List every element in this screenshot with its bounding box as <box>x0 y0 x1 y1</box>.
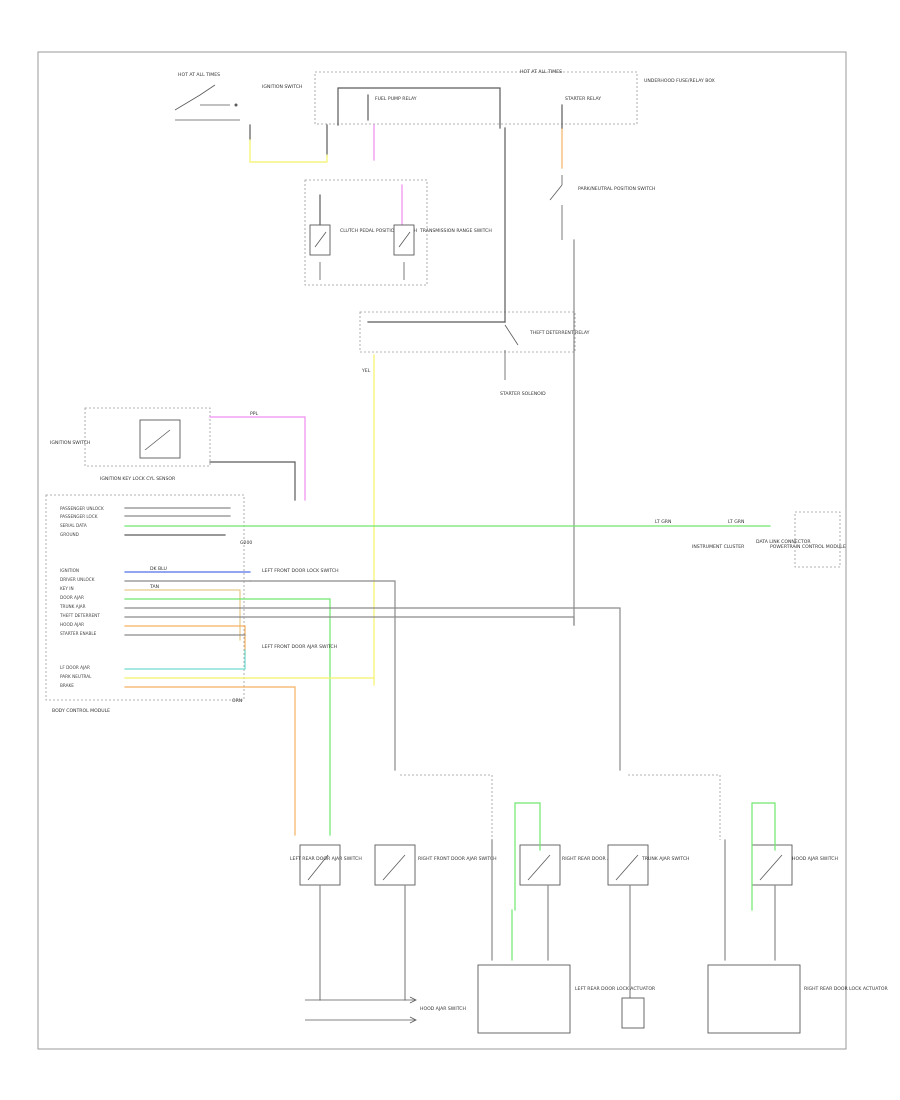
rr-actuator-label: RIGHT REAR DOOR LOCK ACTUATOR <box>804 986 888 992</box>
rr-door-ajar-switch: RIGHT REAR DOOR AJAR SWITCH <box>519 844 637 886</box>
bcm-pin-6: KEY IN <box>60 586 74 591</box>
starter-relay-switch: PARK/NEUTRAL POSITION SWITCH <box>549 175 655 240</box>
trunk-ajar-switch: TRUNK AJAR SWITCH <box>607 844 690 886</box>
clutch-switch-label: CLUTCH PEDAL POSITION SWITCH <box>340 228 417 234</box>
fuel-pump-relay-label: FUEL PUMP RELAY <box>375 96 417 102</box>
wire-tan-label: TAN <box>149 584 159 590</box>
rr-door-ajar-label: RIGHT REAR DOOR AJAR SWITCH <box>562 856 637 862</box>
trunk-ajar-label: TRUNK AJAR SWITCH <box>641 856 690 862</box>
lr-door-lock-actuator: LEFT REAR DOOR LOCK ACTUATOR <box>477 964 656 1034</box>
bcm-pin-14: BRAKE <box>60 683 74 688</box>
starter-solenoid-label: STARTER SOLENOID <box>500 391 546 397</box>
bcm-pin-2: SERIAL DATA <box>60 523 87 528</box>
ignition-switch: HOT AT ALL TIMES IGNITION SWITCH <box>174 72 302 121</box>
bcm-pin-11: STARTER ENABLE <box>60 631 97 636</box>
lf-door-ajar-label: LEFT FRONT DOOR AJAR SWITCH <box>262 644 337 650</box>
pcm-box <box>794 511 841 568</box>
bcm-pin-1: PASSENGER LOCK <box>60 514 98 519</box>
trunk-actuator <box>621 997 645 1029</box>
key-lock-label: IGNITION KEY LOCK CYL SENSOR <box>100 476 176 482</box>
lr-actuator-label: LEFT REAR DOOR LOCK ACTUATOR <box>575 986 656 992</box>
instrument-cluster-label: INSTRUMENT CLUSTER <box>692 544 745 550</box>
trans-range-label: TRANSMISSION RANGE SWITCH <box>419 228 492 234</box>
theft-relay-label: THEFT DETERRENT RELAY <box>529 330 590 336</box>
bcm-pin-3: GROUND <box>60 532 79 537</box>
key-lock-box <box>84 407 211 467</box>
diagram-border <box>37 51 847 1050</box>
bcm-pin-10: HOOD AJAR <box>60 622 84 627</box>
bcm-label: BODY CONTROL MODULE <box>52 708 110 714</box>
transmission-range-switch: TRANSMISSION RANGE SWITCH <box>393 224 492 256</box>
lf-door-lock-label: LEFT FRONT DOOR LOCK SWITCH <box>262 568 339 574</box>
bcm-pin-8: TRUNK AJAR <box>59 604 86 609</box>
bcm-pin-0: PASSENGER UNLOCK <box>60 506 104 511</box>
hood-ajar-label: HOOD AJAR SWITCH <box>792 856 838 862</box>
ignition-switch-label: IGNITION SWITCH <box>262 84 302 90</box>
wire-yel-label: YEL <box>361 368 371 374</box>
theft-relay: THEFT DETERRENT RELAY <box>504 324 590 346</box>
clutch-switch-group <box>304 179 428 286</box>
bcm-pin-13: PARK NEUTRAL <box>60 674 92 679</box>
rf-door-ajar-switch: RIGHT FRONT DOOR AJAR SWITCH <box>374 844 497 886</box>
underhood-fuse-label: UNDERHOOD FUSE/RELAY BOX <box>644 78 715 84</box>
theft-relay-box <box>359 311 576 353</box>
starter-relay-label-top: STARTER RELAY <box>565 96 601 102</box>
wire-ltgrn-label-2: LT GRN <box>728 519 744 525</box>
wire-orn-label: ORN <box>232 698 242 704</box>
hot-at-all-times-top: HOT AT ALL TIMES <box>520 69 562 75</box>
lf-door-ajar-switch: LEFT REAR DOOR AJAR SWITCH <box>290 844 362 886</box>
bcm-pin-5: DRIVER UNLOCK <box>60 577 95 582</box>
lr-door-ajar-label: LEFT REAR DOOR AJAR SWITCH <box>290 856 362 862</box>
g200-label: G200 <box>240 540 252 546</box>
hot-in-all-times-label: HOT AT ALL TIMES <box>178 72 220 78</box>
underhood-fuse-box <box>314 71 638 125</box>
hood-ajar-bottom-label: HOOD AJAR SWITCH <box>420 1006 466 1012</box>
data-link-label: DATA LINK CONNECTOR <box>756 539 811 545</box>
ignition-switch-small-label: IGNITION SWITCH <box>50 440 90 446</box>
rf-door-ajar-label: RIGHT FRONT DOOR AJAR SWITCH <box>418 856 497 862</box>
park-neutral-label: PARK/NEUTRAL POSITION SWITCH <box>578 186 655 192</box>
wire-dkblu-label: DK BLU <box>150 566 167 572</box>
bcm-pin-4: IGNITION <box>60 568 79 573</box>
wire-ppl-label: PPL <box>250 411 259 417</box>
hood-ajar-switch: HOOD AJAR SWITCH <box>751 844 838 886</box>
bcm-pin-12: LF DOOR AJAR <box>60 665 90 670</box>
bcm-pin-7: DOOR AJAR <box>60 595 84 600</box>
pcm-label: POWERTRAIN CONTROL MODULE <box>770 544 846 550</box>
wire-ltgrn-label: LT GRN <box>655 519 671 525</box>
bcm-pin-list: PASSENGER UNLOCK PASSENGER LOCK SERIAL D… <box>59 506 104 688</box>
clutch-switch: CLUTCH PEDAL POSITION SWITCH <box>309 224 417 256</box>
rr-door-lock-actuator: RIGHT REAR DOOR LOCK ACTUATOR <box>707 964 888 1034</box>
ignition-key-lock: IGNITION SWITCH IGNITION KEY LOCK CYL SE… <box>50 419 181 482</box>
body-control-module <box>45 494 245 701</box>
bcm-pin-9: THEFT DETERRENT <box>59 613 100 618</box>
